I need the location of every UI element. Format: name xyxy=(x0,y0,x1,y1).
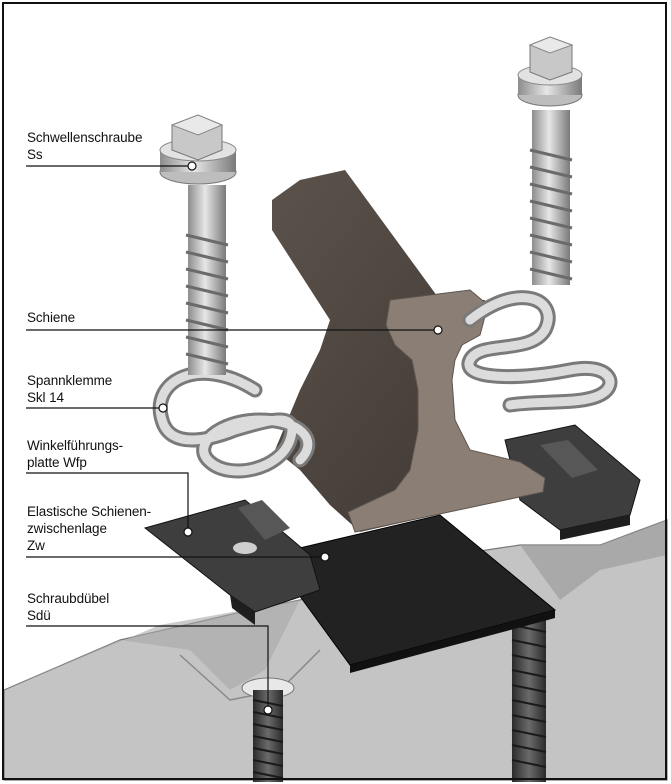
label-clamp: Spannklemme Skl 14 xyxy=(27,372,112,406)
label-clamp-line1: Spannklemme xyxy=(27,373,113,388)
label-guide-plate: Winkelführungs- platte Wfp xyxy=(27,437,123,471)
leader-plate xyxy=(26,472,189,532)
label-sleeper-screw: Schwellenschraube Ss xyxy=(27,129,142,163)
label-screw-dowel-line2: Sdü xyxy=(27,608,51,623)
rail xyxy=(272,170,546,533)
guide-plate-right xyxy=(504,424,641,540)
label-sleeper-screw-line1: Schwellenschraube xyxy=(27,130,143,145)
label-guide-plate-line2: platte Wfp xyxy=(27,455,87,470)
leader-dots xyxy=(158,161,443,715)
dowel-right xyxy=(510,605,548,782)
clamp-right xyxy=(461,290,618,413)
label-sleeper-screw-line2: Ss xyxy=(27,147,43,162)
label-screw-dowel: Schraubdübel Sdü xyxy=(27,590,109,624)
label-screw-dowel-line1: Schraubdübel xyxy=(27,591,110,606)
elastic-pad xyxy=(269,514,557,673)
leader-dowel xyxy=(26,625,269,710)
label-clamp-line2: Skl 14 xyxy=(27,390,64,405)
label-guide-plate-line1: Winkelführungs- xyxy=(27,438,124,453)
label-elastic-pad-line3: Zw xyxy=(27,538,45,553)
clamp-left xyxy=(152,365,316,479)
label-elastic-pad: Elastische Schienen- zwischenlage Zw xyxy=(27,503,151,554)
label-elastic-pad-line1: Elastische Schienen- xyxy=(27,504,152,519)
leader-lines xyxy=(26,165,438,710)
label-rail: Schiene xyxy=(27,309,75,326)
sleeper-screw-right xyxy=(517,36,583,285)
label-rail-line1: Schiene xyxy=(27,310,76,325)
label-elastic-pad-line2: zwischenlage xyxy=(27,521,107,536)
sleeper-screw-left xyxy=(159,114,237,375)
